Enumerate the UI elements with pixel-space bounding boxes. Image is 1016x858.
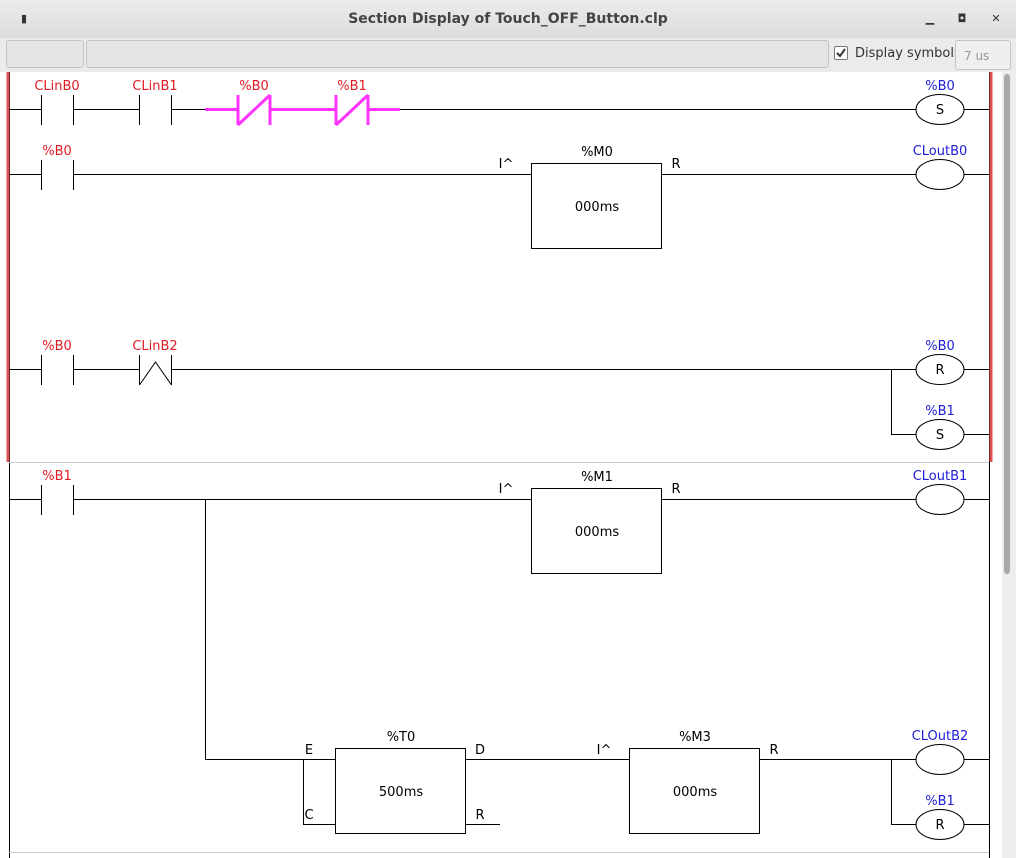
- display-symbols-label[interactable]: Display symbols: [855, 46, 961, 61]
- coil-label: %B1: [925, 404, 955, 419]
- block-input: I^: [499, 482, 514, 497]
- check-icon: [836, 48, 846, 58]
- coil-label: CLOutB2: [912, 729, 969, 744]
- contact-label: CLinB1: [132, 79, 177, 94]
- coil-label: %B1: [925, 794, 955, 809]
- block-m3: [629, 748, 760, 834]
- scan-time-field: 7 us: [955, 40, 1011, 70]
- coil-label: CLoutB1: [913, 469, 968, 484]
- timer-value: 500ms: [379, 785, 423, 800]
- contact-label: %B0: [239, 79, 269, 94]
- coil-type: R: [935, 818, 944, 833]
- block-m1: [531, 488, 662, 574]
- block-input: I^: [597, 743, 612, 758]
- block-value: 000ms: [575, 525, 619, 540]
- timer-output-r: R: [475, 808, 484, 823]
- rung-4: [9, 484, 989, 840]
- block-name: %M0: [581, 145, 613, 160]
- toolbar: [0, 38, 1016, 72]
- rung-3: [9, 354, 989, 450]
- minimize-icon[interactable]: ▁: [925, 12, 935, 25]
- block-output: R: [671, 482, 680, 497]
- block-name: %M1: [581, 470, 613, 485]
- window-menu-icon[interactable]: ▮: [20, 12, 28, 25]
- block-output: R: [769, 743, 778, 758]
- toolbar-field-left[interactable]: [6, 40, 84, 68]
- contact-label: %B1: [42, 469, 72, 484]
- contact-label: CLinB0: [34, 79, 79, 94]
- coil-label: %B0: [925, 79, 955, 94]
- coil-type: R: [935, 363, 944, 378]
- coil-label: CLoutB0: [913, 144, 968, 159]
- window-title: Section Display of Touch_OFF_Button.clp: [348, 11, 668, 27]
- timer-input-c: C: [304, 808, 313, 823]
- ladder-canvas[interactable]: CLinB0 CLinB1 %B0 %B1 %B0 S %B0 %M0 I^ R…: [0, 72, 1016, 858]
- rung-1: [9, 94, 989, 125]
- timer-t0: [335, 748, 466, 834]
- contact-label: %B1: [337, 79, 367, 94]
- block-value: 000ms: [673, 785, 717, 800]
- scrollbar-thumb[interactable]: [1004, 74, 1010, 574]
- timer-output-d: D: [475, 743, 485, 758]
- maximize-icon[interactable]: ◘: [957, 12, 967, 25]
- block-output: R: [671, 157, 680, 172]
- contact-label: %B0: [42, 339, 72, 354]
- timer-name: %T0: [387, 730, 416, 745]
- close-icon[interactable]: ✕: [991, 12, 1001, 25]
- title-bar: ▮ Section Display of Touch_OFF_Button.cl…: [0, 0, 1016, 39]
- block-name: %M3: [679, 730, 711, 745]
- rung-1-active-contacts: [205, 93, 400, 127]
- coil-label: %B0: [925, 339, 955, 354]
- display-symbols-checkbox[interactable]: [834, 46, 848, 60]
- ladder-diagram: CLinB0 CLinB1 %B0 %B1 %B0 S %B0 %M0 I^ R…: [6, 72, 993, 858]
- coil-type: S: [936, 428, 944, 443]
- block-m0: [531, 163, 662, 249]
- timer-input-e: E: [305, 743, 313, 758]
- rung-2: [9, 159, 989, 249]
- coil-type: S: [936, 103, 944, 118]
- contact-label: CLinB2: [132, 339, 177, 354]
- toolbar-field-main[interactable]: [86, 40, 829, 68]
- block-value: 000ms: [575, 200, 619, 215]
- block-input: I^: [499, 157, 514, 172]
- contact-label: %B0: [42, 144, 72, 159]
